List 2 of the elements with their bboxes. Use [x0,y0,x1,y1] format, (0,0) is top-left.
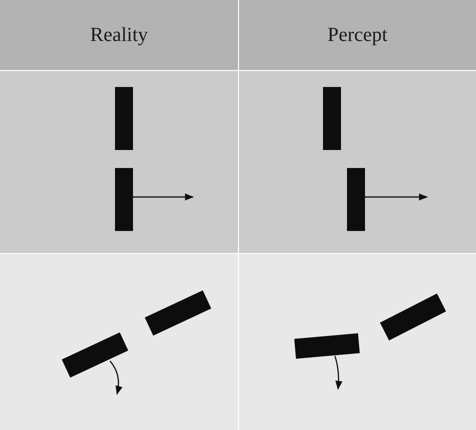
column-header: Percept [239,0,476,70]
column-header: Reality [0,0,238,70]
